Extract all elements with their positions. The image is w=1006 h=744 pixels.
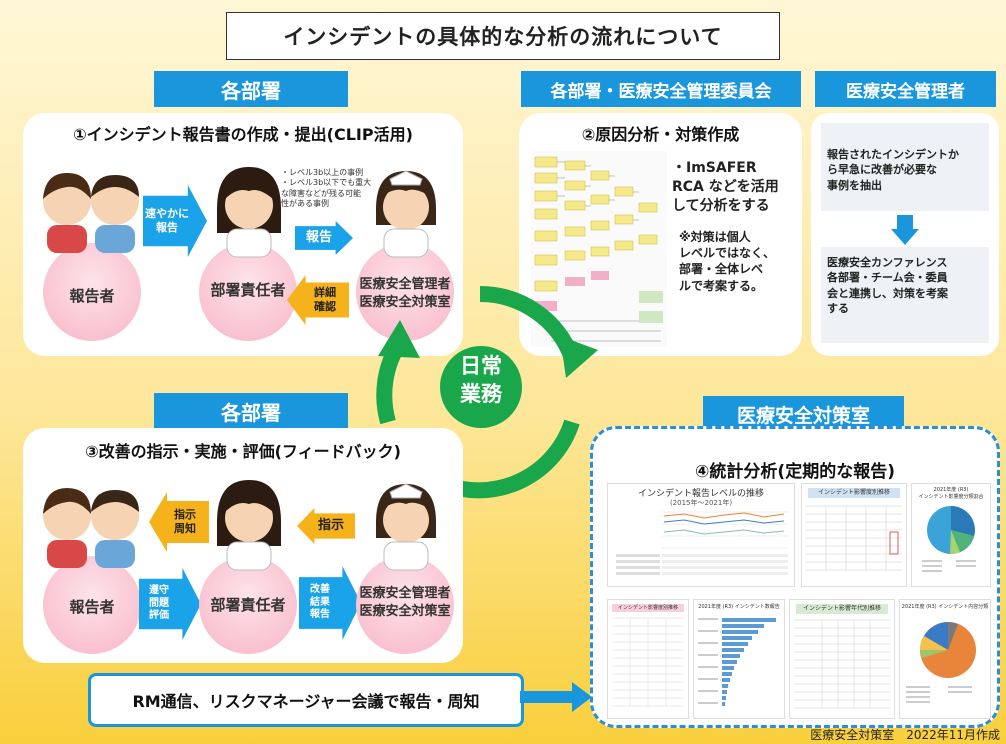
table1-title: インシデント影響度別推移 (808, 488, 900, 498)
arrow-instruct-notify-label: 指示 周知 (174, 508, 196, 535)
manager-extract-text: 報告されたインシデントか ら早急に改善が必要な 事例を抽出 (827, 148, 959, 192)
dept-head-label-2: 部署責任者 (210, 596, 286, 614)
safety-line2: 医療安全対策室 (359, 295, 451, 310)
safety-circle-2 (356, 556, 454, 654)
section4-panel: ④統計分析(定期的な報告) インシデント報告レベルの推移 (2015年〜2021… (590, 426, 1000, 728)
bar-title: 2021年度 (R3) インシデント数報告 (698, 604, 780, 610)
reporter-label-2: 報告者 (69, 598, 115, 616)
rm-arrow-icon (520, 682, 592, 712)
daily-cycle-arrows (376, 285, 598, 502)
reporter-people-icon-2 (43, 488, 139, 568)
arrow-report-label: 報告 (305, 229, 332, 245)
arrow-result-report-label: 改善 結果 報告 (310, 584, 330, 621)
dept-head-circle (199, 243, 297, 341)
reporter-circle (43, 243, 141, 341)
section3-panel: ③改善の指示・実施・評価(フィードバック) 報告者 指示 周知 遵守 間題 評価… (23, 428, 463, 663)
pie1-thumbnail: 2021年度 (R3) インシデント影響度分類割合 (911, 483, 991, 587)
header-manager: 医療安全管理者 (815, 71, 996, 107)
table3-thumbnail: インシデント影響年代別推移 (789, 599, 895, 719)
section4-title: ④統計分析(定期的な報告) (695, 462, 895, 482)
arrow-compliance-eval-label: 遵守 間題 評価 (149, 585, 169, 622)
reporter-people-icon (43, 173, 139, 253)
table2-title: インシデント影響度別推移 (612, 604, 684, 612)
section3-title: ③改善の指示・実施・評価(フィードバック) (85, 442, 401, 461)
countermeasure-note: ※対策は個人 レベルではなく、 部署・全体レベ ルで考案する。 (679, 230, 776, 293)
level-trend-subtitle: (2015年〜2021年) (669, 499, 733, 507)
table2-grid (612, 617, 684, 707)
section2-title: ②原因分析・対策作成 (581, 125, 740, 144)
reporter-label: 報告者 (69, 287, 115, 305)
daily-work-label: 日常 業務 (460, 354, 502, 407)
dept-head-label: 部署責任者 (210, 281, 286, 299)
pie2-thumbnail: 2021年度 (R3) インシデント内容分類 (899, 599, 991, 719)
reporter-circle-2 (43, 556, 141, 654)
manager-conference-text: 医療安全カンファレンス 各部署・チーム会・委員 会と連携し、対策を考案 する (827, 256, 948, 316)
manager-panel: 報告されたインシデントか ら早急に改善が必要な 事例を抽出 医療安全カンファレン… (811, 113, 999, 356)
dept-head-icon (217, 167, 281, 258)
pie1-graphic (922, 506, 976, 572)
level-trend-graphic (616, 511, 788, 575)
safety-line2-2: 医療安全対策室 (359, 604, 451, 619)
safety-line1: 医療安全管理者 (359, 277, 451, 292)
cycle-arrow-head-left (378, 320, 420, 358)
safety-line1-2: 医療安全管理者 (359, 586, 451, 601)
arrow-report-quick-label: 速やかに 報告 (145, 207, 189, 234)
bar-graphic (698, 618, 776, 706)
rca-diagram-thumbnail (531, 151, 667, 347)
criteria-text: ・レベル3b以上の事例 ・レベル3b以下でも重大 な障害などが残る可能 性がある… (281, 168, 372, 209)
table3-grid (794, 619, 890, 709)
bar-thumbnail: 2021年度 (R3) インシデント数報告 (693, 599, 785, 719)
manager-box2 (821, 247, 989, 343)
pie2-title: 2021年度 (R3) インシデント内容分類 (901, 604, 989, 610)
daily-work-circle (440, 346, 522, 428)
section1-title: ①インシデント報告書の作成・提出(CLIP活用) (73, 125, 413, 144)
header-committee: 各部署・医療安全管理委員会 (521, 71, 801, 107)
arrow-instruct-label: 指示 (317, 517, 344, 533)
pie1-title: 2021年度 (R3) インシデント影響度分類割合 (918, 487, 984, 500)
nurse-icon-2 (376, 483, 436, 571)
analysis-method-text: ・ImSAFER RCA などを活用 して分析をする (672, 160, 779, 214)
manager-box1 (821, 123, 989, 211)
safety-circle (356, 243, 454, 341)
table1-thumbnail: インシデント影響度別推移 (801, 483, 907, 587)
dept-head-circle-2 (199, 556, 297, 654)
table2-thumbnail: インシデント影響度別推移 (607, 599, 689, 719)
page-title: インシデントの具体的な分析の流れについて (226, 12, 780, 60)
arrow-detail-confirm-label: 詳細 確認 (314, 286, 336, 313)
level-trend-title: インシデント報告レベルの推移 (637, 489, 764, 499)
pie2-graphic (906, 622, 976, 703)
rm-report-box: RM通信、リスクマネージャー会議で報告・周知 (88, 673, 524, 727)
dept-head-icon-2 (217, 480, 281, 571)
header-dept-top: 各部署 (154, 71, 348, 107)
section2-panel: ②原因分析・対策作成 ・ImSAFER RCA などを活用 して分析をする ※対… (519, 113, 802, 356)
nurse-icon (376, 170, 436, 258)
footer-credit: 医療安全対策室 2022年11月作成 (810, 728, 1000, 742)
level-trend-thumbnail: インシデント報告レベルの推移 (2015年〜2021年) (607, 483, 795, 587)
table1-grid (806, 505, 902, 571)
cycle-arrow-head-right (560, 336, 598, 378)
table3-title: インシデント影響年代別推移 (796, 604, 888, 614)
section1-panel: ①インシデント報告書の作成・提出(CLIP活用) 報告者 速やかに 報告 部署責… (23, 113, 463, 356)
down-arrow-icon (891, 215, 919, 245)
header-dept-bottom: 各部署 (154, 393, 348, 429)
